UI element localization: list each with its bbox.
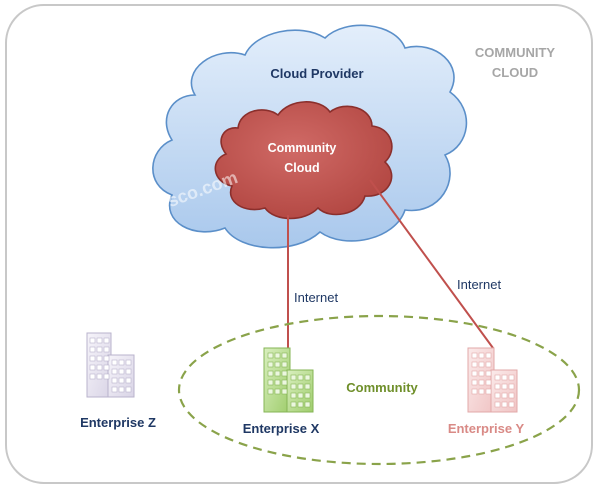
enterprise-y-label: Enterprise Y [448,421,525,436]
enterprise-x-label: Enterprise X [243,421,320,436]
community-label: Community [346,380,418,395]
internet-label-y: Internet [457,277,501,292]
internet-link-y [369,179,494,349]
frame-label-line2: CLOUD [492,65,538,80]
enterprise-y-building-icon [467,347,518,413]
frame-label-line1: COMMUNITY [475,45,555,60]
community-boundary [177,314,581,466]
community-cloud-label-line2: Cloud [284,161,319,175]
community-cloud-label-line1: Community [268,141,337,155]
enterprise-z-building-icon [86,332,135,398]
cloud-provider-label: Cloud Provider [270,66,363,81]
enterprise-x-building-icon [263,347,314,413]
internet-label-x: Internet [294,290,338,305]
enterprise-z-label: Enterprise Z [80,415,156,430]
community-cloud-shape [214,101,393,220]
